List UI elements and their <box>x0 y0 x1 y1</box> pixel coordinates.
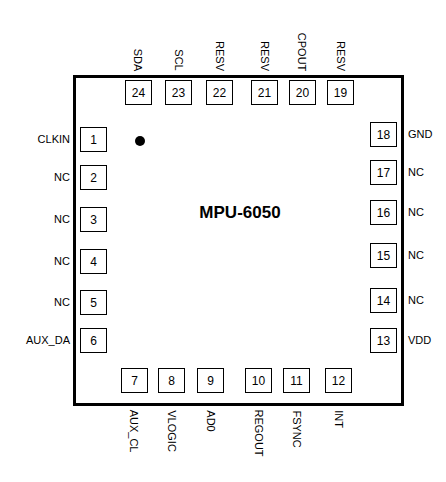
pin-box: 17 <box>370 160 397 185</box>
pin-box: 9 <box>197 368 224 393</box>
pin-label: NC <box>408 166 424 178</box>
pin-number: 23 <box>172 86 185 100</box>
pin-label: VLOGIC <box>165 410 177 452</box>
pin-label: CPOUT <box>296 33 308 72</box>
pin-label: RESV <box>258 41 270 71</box>
pin-box: 7 <box>121 368 148 393</box>
pin-number: 9 <box>207 374 214 388</box>
pin-label: VDD <box>408 334 431 346</box>
pin-number: 5 <box>90 296 97 310</box>
pin1-dot <box>135 136 145 146</box>
pin-number: 7 <box>131 374 138 388</box>
pin-label: AUX_CL <box>128 410 140 453</box>
pin-number: 4 <box>90 255 97 269</box>
pin-box: 4 <box>80 249 107 274</box>
pin-number: 24 <box>132 86 145 100</box>
pin-number: 13 <box>377 334 390 348</box>
pin-label: NC <box>54 296 70 308</box>
chip-name: MPU-6050 <box>199 203 280 223</box>
pin-box: 21 <box>251 80 278 105</box>
pin-label: SCL <box>172 50 184 71</box>
pin-label: FSYNC <box>290 410 302 447</box>
pin-box: 22 <box>206 80 233 105</box>
pin-box: 24 <box>125 80 152 105</box>
pin-number: 1 <box>90 133 97 147</box>
pin-label: REGOUT <box>252 410 264 457</box>
pin-label: AUX_DA <box>26 334 70 346</box>
pin-box: 12 <box>325 368 352 393</box>
pin-box: 23 <box>165 80 192 105</box>
pin-box: 8 <box>158 368 185 393</box>
pin-label: NC <box>408 249 424 261</box>
pin-label: NC <box>408 294 424 306</box>
pin-number: 17 <box>377 166 390 180</box>
pin-label: CLKIN <box>38 133 70 145</box>
pin-box: 20 <box>289 80 316 105</box>
pin-label: AD0 <box>204 410 216 431</box>
chip-body: MPU-605012345678910111213141516171819202… <box>73 75 404 406</box>
pin-number: 10 <box>252 374 265 388</box>
pin-number: 22 <box>213 86 226 100</box>
pin-number: 3 <box>90 213 97 227</box>
pin-box: 6 <box>80 328 107 353</box>
pin-box: 5 <box>80 290 107 315</box>
pin-box: 11 <box>283 368 310 393</box>
pin-box: 2 <box>80 165 107 190</box>
pin-box: 15 <box>370 243 397 268</box>
pin-box: 16 <box>370 200 397 225</box>
pin-label: RESV <box>334 41 346 71</box>
pin-label: NC <box>54 171 70 183</box>
pin-box: 19 <box>327 80 354 105</box>
pin-box: 3 <box>80 207 107 232</box>
pin-label: NC <box>54 255 70 267</box>
pin-number: 20 <box>296 86 309 100</box>
pin-box: 14 <box>370 288 397 313</box>
pin-number: 2 <box>90 171 97 185</box>
pin-number: 8 <box>168 374 175 388</box>
pin-box: 13 <box>370 328 397 353</box>
pin-number: 11 <box>290 374 302 388</box>
pin-number: 21 <box>258 86 271 100</box>
pin-label: NC <box>54 213 70 225</box>
pin-label: GND <box>408 128 432 140</box>
pin-box: 18 <box>370 122 397 147</box>
pin-box: 1 <box>80 127 107 152</box>
pin-number: 14 <box>377 294 390 308</box>
pin-label: SDA <box>132 48 144 71</box>
pin-label: RESV <box>213 41 225 71</box>
pin-number: 12 <box>332 374 345 388</box>
pin-number: 16 <box>377 206 390 220</box>
pin-label: INT <box>332 410 344 428</box>
pin-number: 19 <box>334 86 347 100</box>
pin-number: 15 <box>377 249 390 263</box>
pin-number: 6 <box>90 334 97 348</box>
pin-label: NC <box>408 206 424 218</box>
pin-number: 18 <box>377 128 390 142</box>
pin-box: 10 <box>245 368 272 393</box>
